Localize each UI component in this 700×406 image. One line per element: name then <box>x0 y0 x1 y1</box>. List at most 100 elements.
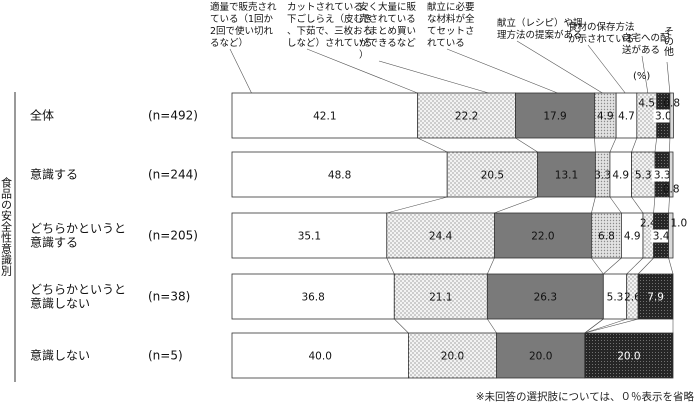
bar-segment <box>486 273 604 320</box>
legend-pointer <box>446 48 561 95</box>
data-label: 3.4 <box>653 231 670 243</box>
legend-text: ） <box>359 49 369 61</box>
legend-text: しなど）されている <box>287 37 372 49</box>
data-label: 4.9 <box>612 170 629 182</box>
legend-text: れている <box>427 38 465 49</box>
connector-line <box>594 137 596 153</box>
data-label: 4.9 <box>624 231 641 243</box>
legend-pointer <box>229 48 253 95</box>
bar-segment <box>537 151 596 198</box>
data-label: 7.9 <box>647 292 664 304</box>
category-label: 意識する <box>30 235 78 250</box>
bar-segment <box>669 92 674 139</box>
connector-line <box>609 137 617 153</box>
connector-line <box>591 257 604 275</box>
connector-line <box>591 196 596 214</box>
legend-text: 食材の保存方法 <box>568 21 635 33</box>
category-labels: 全体(n=492)意識する(n=244)どちらかというと意識する(n=205)ど… <box>30 108 198 363</box>
data-label: 3.0 <box>655 111 672 123</box>
data-label: 1.0 <box>670 218 687 230</box>
connector-lines <box>386 137 674 334</box>
bar-segment <box>496 332 586 379</box>
data-label: 0.8 <box>663 184 680 196</box>
bar-segment <box>584 332 674 379</box>
connector-line <box>609 196 622 214</box>
bar-segment <box>407 332 497 379</box>
data-label: 13.1 <box>555 170 578 182</box>
data-label: 20.0 <box>529 351 552 363</box>
category-label: 意識する <box>30 167 78 182</box>
connector-line <box>386 196 448 214</box>
data-label: 5.3 <box>607 292 624 304</box>
connector-line <box>487 257 495 275</box>
data-label: 2.4 <box>640 218 657 230</box>
bar-segment <box>668 212 674 259</box>
data-label: 6.8 <box>598 231 615 243</box>
legend-text: その他 <box>662 26 674 57</box>
legend-text: ができるなど <box>359 37 416 49</box>
connector-line <box>626 257 644 275</box>
legend-text: 献立に必要 <box>427 1 475 13</box>
connector-line <box>515 137 538 153</box>
data-label: 26.3 <box>534 292 557 304</box>
data-label: 5.3 <box>635 170 652 182</box>
category-n: (n=492) <box>148 109 198 123</box>
data-label-background <box>652 168 673 182</box>
bar-segment <box>231 92 419 139</box>
legend: 適量で販売されている（1回か2回で使い切れるなど）カットされている、下ごしらえ（… <box>210 1 674 95</box>
legend-text: カットされている、 <box>287 2 372 13</box>
bar-segment <box>231 332 409 379</box>
data-label: 20.5 <box>481 170 504 182</box>
connector-line <box>631 137 638 153</box>
data-label: 36.8 <box>301 292 324 304</box>
legend-pointer <box>666 61 671 95</box>
footnote: ※未回答の選択肢については、０％表示を省略 <box>476 390 695 403</box>
legend-text: てセットさ <box>427 26 475 37</box>
category-label: 意識しない <box>30 296 90 311</box>
connector-line <box>603 257 622 275</box>
data-label-background <box>651 229 672 243</box>
legend-entry: その他 <box>662 26 674 95</box>
percent-unit-label: (%) <box>633 71 650 82</box>
category-label: どちらかというと <box>30 283 126 297</box>
legend-text: 、下茹で、三枚おろ <box>287 25 372 37</box>
legend-text: 2回で使い切れ <box>210 25 274 37</box>
data-label: 20.0 <box>617 351 640 363</box>
bar-segment <box>417 92 516 139</box>
connector-line <box>494 196 538 214</box>
bar-segment <box>446 151 539 198</box>
data-label: 20.0 <box>441 351 464 363</box>
category-label: 意識しない <box>30 348 90 363</box>
data-label: 3.3 <box>654 170 671 182</box>
connector-line <box>386 257 395 275</box>
legend-text: 下ごしらえ（皮むき <box>287 13 373 25</box>
connector-line <box>668 257 674 275</box>
bar-segment <box>515 92 595 139</box>
connector-line <box>417 137 448 153</box>
legend-text: 献立（レシピ）や調 <box>497 17 583 29</box>
data-label: 3.3 <box>594 170 611 182</box>
legend-pointer <box>587 44 627 95</box>
legend-text: 売されている <box>359 13 416 25</box>
data-label: 17.9 <box>543 111 566 123</box>
legend-text: が示されている <box>568 33 634 45</box>
connector-line <box>584 318 627 334</box>
legend-text: るなど） <box>210 37 248 49</box>
connector-line <box>637 257 654 275</box>
data-label-background <box>653 109 674 123</box>
legend-text: 安く大量に販 <box>359 1 417 13</box>
data-label: 42.1 <box>313 111 336 123</box>
data-label: 22.2 <box>455 111 478 123</box>
connector-line <box>584 318 604 334</box>
bar-segment <box>393 273 488 320</box>
legend-text: 適量で販売され <box>210 1 277 13</box>
bar-segment <box>231 273 395 320</box>
